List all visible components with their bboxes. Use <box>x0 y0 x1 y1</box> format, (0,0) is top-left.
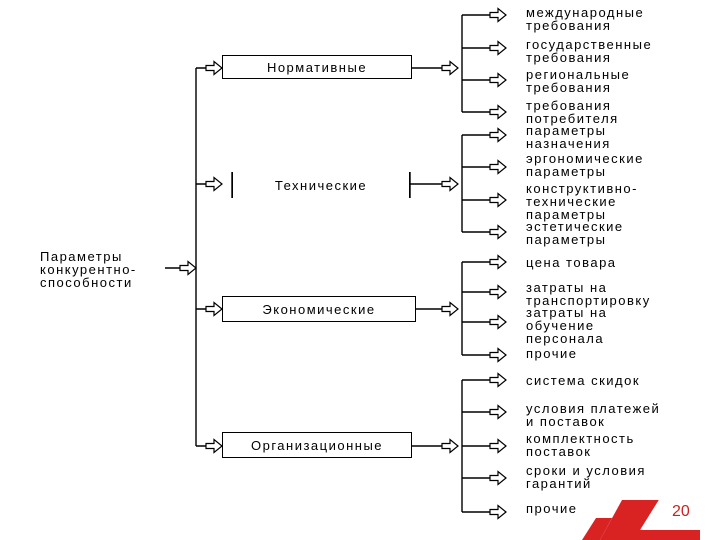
slide-number: 20 <box>672 503 690 520</box>
item-label: требования потребителя <box>526 99 619 125</box>
arrow-icon <box>489 40 507 56</box>
item-line: параметры <box>526 164 607 179</box>
root-label: Параметры конкурентно- способности <box>40 250 137 289</box>
arrow-icon <box>489 7 507 23</box>
item-line: государственные <box>526 37 653 52</box>
item-line: региональные <box>526 67 631 82</box>
item-label: цена товара <box>526 256 617 269</box>
item-line: цена товара <box>526 255 617 270</box>
arrow-icon <box>489 254 507 270</box>
category-box-economic: Экономические <box>222 296 416 322</box>
item-line: требования <box>526 50 612 65</box>
arrow-icon <box>441 176 459 192</box>
item-line: комплектность <box>526 431 635 446</box>
item-line: и поставок <box>526 414 606 429</box>
item-label: условия платежей и поставок <box>526 402 660 428</box>
arrow-icon <box>489 404 507 420</box>
arrow-icon <box>489 159 507 175</box>
category-label: Организационные <box>250 437 384 453</box>
arrow-icon <box>489 284 507 300</box>
item-line: эргономические <box>526 151 644 166</box>
arrow-icon <box>205 176 223 192</box>
arrow-icon <box>489 314 507 330</box>
category-box-technical: Технические <box>232 172 410 198</box>
item-line: параметры <box>526 207 607 222</box>
item-line: затраты на <box>526 305 608 320</box>
category-label: Нормативные <box>266 59 368 75</box>
item-line: прочие <box>526 501 578 516</box>
arrow-icon <box>489 470 507 486</box>
arrow-icon <box>489 104 507 120</box>
arrow-icon <box>489 127 507 143</box>
item-line: эстетические <box>526 219 624 234</box>
item-label: затраты на транспортировку <box>526 281 651 307</box>
item-line: конструктивно- <box>526 181 638 196</box>
arrow-icon <box>489 224 507 240</box>
root-line: способности <box>40 275 133 290</box>
item-line: транспортировку <box>526 293 651 308</box>
item-line: международные <box>526 5 645 20</box>
item-label: прочие <box>526 502 577 515</box>
item-label: комплектность поставок <box>526 432 635 458</box>
item-line: персонала <box>526 331 605 346</box>
item-line: параметры <box>526 232 607 247</box>
arrow-icon <box>441 60 459 76</box>
item-line: система скидок <box>526 373 641 388</box>
item-label: эргономические параметры <box>526 152 644 178</box>
corner-accent-stripe <box>582 518 612 540</box>
item-label: сроки и условия гарантий <box>526 464 646 490</box>
item-line: назначения <box>526 136 611 151</box>
item-line: требования <box>526 18 612 33</box>
arrow-icon <box>489 347 507 363</box>
arrow-icon <box>441 301 459 317</box>
item-label: международные требования <box>526 6 644 32</box>
item-label: затраты на обучение персонала <box>526 306 607 345</box>
arrow-icon <box>179 260 197 276</box>
item-label: эстетические параметры <box>526 220 624 246</box>
arrow-icon <box>489 504 507 520</box>
item-label: параметры назначения <box>526 124 611 150</box>
item-line: требования <box>526 80 612 95</box>
category-label: Технические <box>274 177 368 193</box>
item-line: сроки и условия <box>526 463 646 478</box>
item-label: государственные требования <box>526 38 652 64</box>
arrow-icon <box>489 372 507 388</box>
corner-accent-inner-shape <box>640 498 720 530</box>
item-label: прочие <box>526 347 577 360</box>
arrow-icon <box>489 192 507 208</box>
arrow-icon <box>205 60 223 76</box>
item-line: прочие <box>526 346 578 361</box>
arrow-icon <box>205 438 223 454</box>
item-line: требования <box>526 98 612 113</box>
item-label: конструктивно- технические параметры <box>526 182 638 221</box>
item-line: потребителя <box>526 111 619 126</box>
item-line: гарантий <box>526 476 592 491</box>
category-box-organizational: Организационные <box>222 432 412 458</box>
item-line: обучение <box>526 318 595 333</box>
item-label: система скидок <box>526 374 640 387</box>
item-label: региональные требования <box>526 68 630 94</box>
item-line: затраты на <box>526 280 608 295</box>
item-line: параметры <box>526 123 607 138</box>
root-line: конкурентно- <box>40 262 137 277</box>
arrow-icon <box>489 72 507 88</box>
arrow-icon <box>205 301 223 317</box>
category-box-normative: Нормативные <box>222 55 412 79</box>
arrow-icon <box>489 438 507 454</box>
item-line: условия платежей <box>526 401 661 416</box>
item-line: технические <box>526 194 617 209</box>
root-line: Параметры <box>40 249 123 264</box>
arrow-icon <box>441 438 459 454</box>
category-label: Экономические <box>262 301 376 317</box>
item-line: поставок <box>526 444 592 459</box>
